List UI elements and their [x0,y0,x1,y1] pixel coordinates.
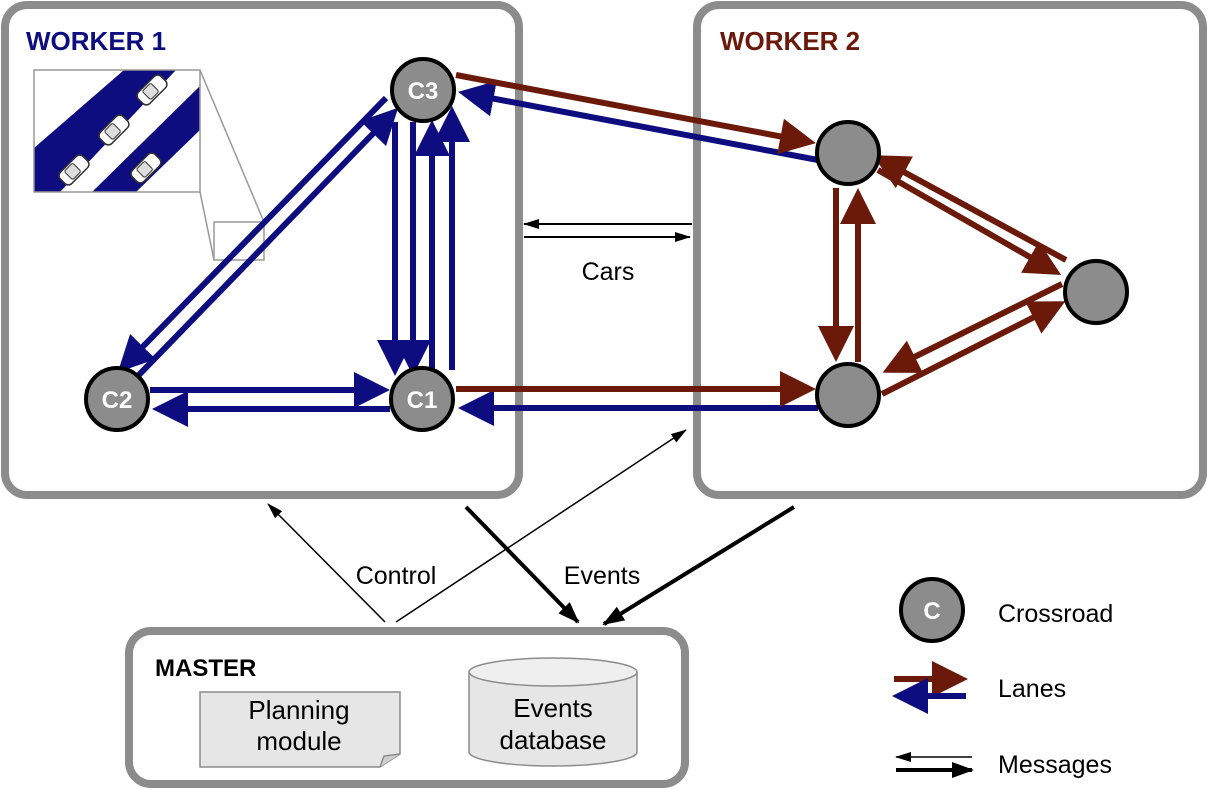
crossroad-w2-right [1063,259,1129,325]
worker2-title: WORKER 2 [720,26,860,56]
lane-right-to-bottom [882,281,1064,373]
legend-crossroad-icon: C [899,577,965,643]
master-title: MASTER [155,655,256,682]
crossroad-c1: C1 [389,366,455,432]
planning-module-line2: module [256,726,341,756]
lane-c2-to-c3 [131,107,399,383]
crossroad-c1-label: C1 [407,387,438,414]
planning-module-line1: Planning [248,695,349,725]
cars-messages [523,219,692,242]
crossroad-c2-label: C2 [102,387,133,414]
lane-bottom-to-right [880,301,1066,397]
worker2-lanes [455,72,1068,407]
cars-label: Cars [582,258,635,286]
planning-module: Planning module [199,691,401,768]
worker2-box [693,1,1207,499]
events-label: Events [564,562,640,590]
control-label: Control [356,562,437,590]
worker1-lanes [117,80,819,427]
zoom-inset [33,69,265,261]
events-database-line2: database [500,725,607,755]
legend-messages-icon [895,752,974,778]
legend: C Crossroad Lanes Messages [892,577,1113,779]
lane-right-to-top [872,155,1068,263]
events-database-line1: Events [513,693,593,723]
control-messages [267,429,687,623]
legend-messages-label: Messages [998,751,1112,779]
events-database-icon: Events database [468,657,638,767]
crossroad-c2: C2 [84,366,150,432]
lane-c3-to-c2 [117,95,389,373]
car-icon [58,154,90,186]
legend-lanes-icon [892,661,968,714]
legend-lanes-label: Lanes [998,675,1066,703]
legend-crossroad-label: Crossroad [998,600,1113,628]
lane-w2top-to-c3 [458,80,819,163]
crossroad-c3-label: C3 [408,78,439,105]
car-icon [98,114,130,146]
crossroad-w2-bottom [815,362,881,428]
events-messages [464,505,796,626]
worker1-title: WORKER 1 [26,26,166,56]
lane-c3-to-w2top [455,72,816,155]
crossroad-c3: C3 [390,57,456,123]
crossroad-w2-top [815,120,881,186]
car-icon [136,74,168,106]
car-icon [130,152,162,184]
legend-crossroad-symbol: C [923,598,940,625]
